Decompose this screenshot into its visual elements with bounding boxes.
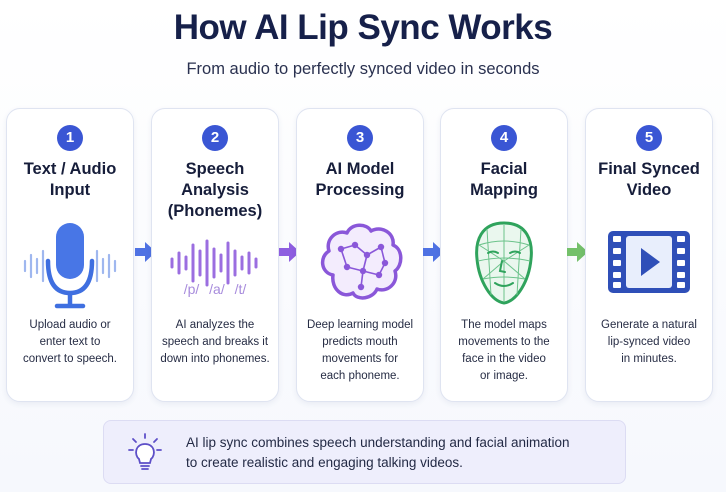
- arrow-right-icon: [135, 242, 156, 262]
- step-description: AI analyzes the speech and breaks it dow…: [160, 319, 270, 365]
- lightbulb-icon: [128, 433, 162, 470]
- video-play-icon: [608, 231, 690, 293]
- step-number-badge: 5: [636, 125, 662, 151]
- phoneme-labels: /p/ /a/ /t/: [183, 281, 247, 297]
- summary-text: AI lip sync combines speech understandin…: [186, 435, 570, 470]
- step-number-badge: 2: [202, 125, 228, 151]
- step-number-badge: 3: [347, 125, 373, 151]
- step-description: Generate a natural lip-synced video in m…: [601, 319, 697, 365]
- step-description: Deep learning model predicts mouth movem…: [306, 319, 414, 382]
- microphone-icon: [23, 223, 117, 309]
- arrow-right-icon: [423, 242, 444, 262]
- face-mesh-icon: [475, 221, 533, 305]
- step-description: The model maps movements to the face in …: [458, 319, 550, 382]
- summary-note: AI lip sync combines speech understandin…: [103, 420, 626, 484]
- waveform-icon: [170, 239, 258, 287]
- page-title: How AI Lip Sync Works: [173, 8, 553, 47]
- step-description: Upload audio or enter text to convert to…: [23, 319, 117, 365]
- step-number-badge: 1: [57, 125, 83, 151]
- step-number-badge: 4: [491, 125, 517, 151]
- arrow-right-icon: [567, 242, 588, 262]
- page-subtitle: From audio to perfectly synced video in …: [186, 60, 540, 78]
- brain-network-icon: [320, 223, 403, 300]
- arrow-right-icon: [279, 242, 300, 262]
